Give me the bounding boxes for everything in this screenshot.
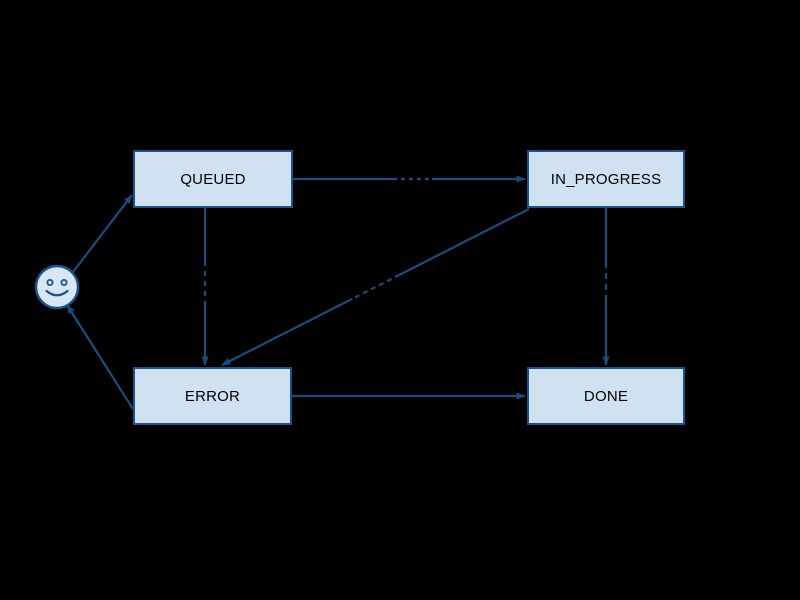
state-label-error: ERROR (184, 387, 241, 405)
start-node-smiley[interactable] (34, 264, 80, 310)
edge-inprogress-to-error[interactable] (221, 208, 530, 366)
smiley-right-eye-icon (60, 278, 68, 286)
state-label-done: DONE (583, 387, 629, 405)
state-node-error[interactable]: ERROR (133, 367, 292, 425)
smiley-mouth-icon (45, 289, 69, 297)
edge-start-to-queued[interactable] (72, 194, 133, 273)
state-node-in-progress[interactable]: IN_PROGRESS (527, 150, 685, 208)
state-node-done[interactable]: DONE (527, 367, 685, 425)
state-label-queued: QUEUED (180, 170, 246, 188)
smiley-left-eye-icon (46, 278, 54, 286)
smiley-face-icon (34, 264, 80, 310)
state-node-queued[interactable]: QUEUED (133, 150, 293, 208)
state-label-in-progress: IN_PROGRESS (550, 170, 662, 188)
edge-error-to-start[interactable] (66, 304, 134, 410)
